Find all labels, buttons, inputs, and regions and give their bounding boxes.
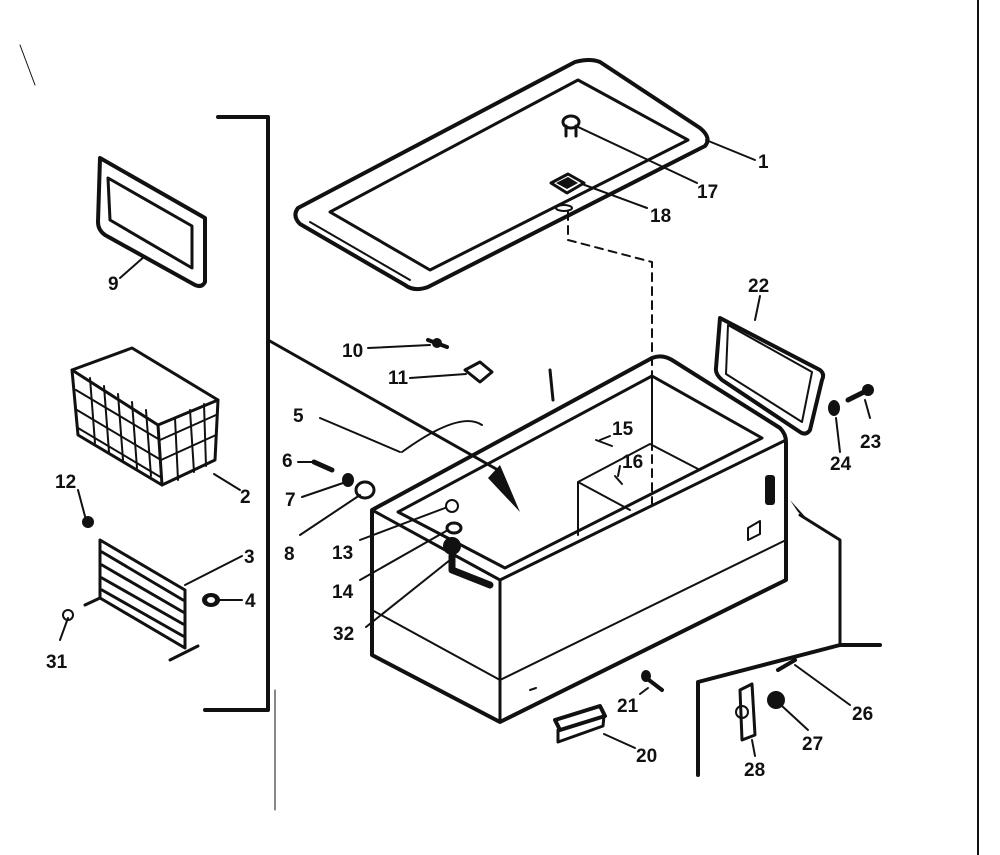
callout-12: 12 (55, 472, 76, 493)
callout-2: 2 (240, 487, 251, 508)
callout-20: 20 (636, 746, 657, 767)
callout-21: 21 (617, 696, 639, 717)
callout-32: 32 (333, 624, 354, 645)
callout-9: 9 (108, 274, 119, 295)
callout-6: 6 (282, 451, 293, 472)
callout-8: 8 (284, 544, 295, 565)
lid-latch-parts (549, 114, 653, 506)
callout-22: 22 (748, 276, 769, 297)
callout-28: 28 (744, 760, 765, 781)
callout-1: 1 (758, 152, 769, 173)
callout-7: 7 (285, 490, 296, 511)
callout-23: 23 (860, 432, 881, 453)
frame-part-9 (96, 156, 207, 288)
lid-part (293, 58, 710, 292)
basket-part-2 (70, 346, 220, 487)
callout-18: 18 (650, 206, 671, 227)
freezer-cabinet (370, 354, 788, 724)
hardware-parts (311, 338, 623, 589)
callout-10: 10 (342, 341, 363, 362)
callout-5: 5 (293, 406, 304, 427)
hinge-bracket (696, 500, 882, 777)
callout-27: 27 (802, 734, 823, 755)
callout-13: 13 (332, 543, 353, 564)
callout-14: 14 (332, 582, 354, 603)
front-latch (553, 670, 664, 744)
callout-16: 16 (622, 452, 643, 473)
callout-17: 17 (697, 182, 718, 203)
callout-15: 15 (612, 419, 634, 440)
panel-part-22 (713, 316, 874, 436)
scan-mark-line (19, 44, 36, 86)
divider-part-3 (62, 516, 220, 662)
leader-lines (59, 125, 871, 757)
callout-3: 3 (244, 547, 255, 568)
accessory-bracket (203, 115, 520, 712)
callout-4: 4 (245, 591, 256, 612)
callout-26: 26 (852, 704, 873, 725)
callout-24: 24 (830, 454, 852, 475)
callout-11: 11 (388, 368, 409, 389)
callout-31: 31 (46, 652, 68, 673)
